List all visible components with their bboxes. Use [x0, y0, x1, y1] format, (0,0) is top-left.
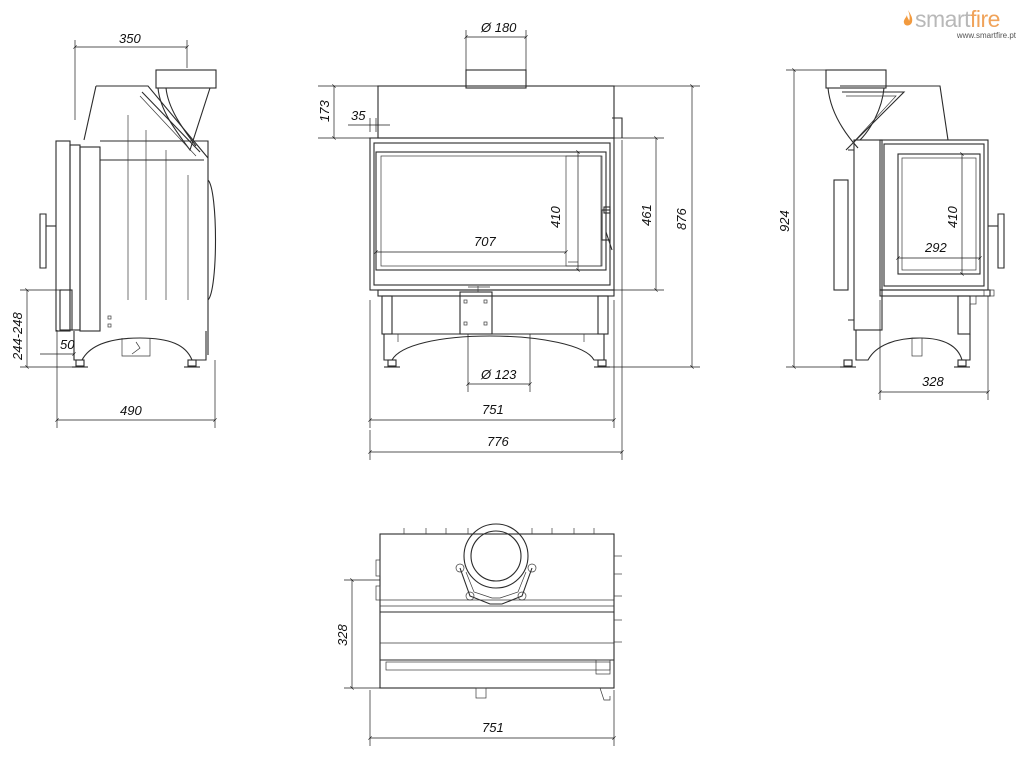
top-view: 328 751 — [335, 523, 622, 746]
dim-side-top-depth: 350 — [119, 31, 141, 46]
brand-name-fire: fire — [970, 6, 1000, 32]
dim-front-door-height: 461 — [639, 204, 654, 226]
dim-front-flue-diameter: Ø 180 — [480, 20, 517, 35]
dim-right-total-height: 924 — [777, 210, 792, 232]
dim-top-depth: 328 — [335, 624, 350, 646]
dim-front-glass-height: 410 — [548, 206, 563, 228]
dim-right-glass-height: 410 — [945, 206, 960, 228]
dim-front-body-width: 751 — [482, 402, 504, 417]
side-view-right: 924 410 292 328 — [777, 68, 1005, 400]
dim-right-glass-width: 292 — [924, 240, 947, 255]
brand-logo: smartfire www.smartfire.pt — [902, 6, 1020, 44]
dim-front-glass-width: 707 — [474, 234, 496, 249]
brand-url: www.smartfire.pt — [956, 31, 1016, 40]
dim-top-width: 751 — [482, 720, 504, 735]
dim-front-air-inlet-diameter: Ø 123 — [480, 367, 517, 382]
brand-name-smart: smart — [915, 6, 971, 32]
dim-front-total-height: 876 — [674, 208, 689, 230]
front-view: Ø 180 173 35 707 410 461 876 Ø 123 — [317, 20, 700, 460]
side-view-left: 350 490 244-248 50 — [10, 31, 217, 428]
flame-icon — [903, 10, 913, 26]
dim-front-frame-offset: 35 — [351, 108, 366, 123]
dim-front-top-height: 173 — [317, 100, 332, 122]
dim-front-overall-width: 776 — [487, 434, 509, 449]
dim-right-depth: 328 — [922, 374, 944, 389]
dim-side-bottom-depth: 490 — [120, 403, 142, 418]
dim-side-leg-height: 244-248 — [10, 312, 25, 361]
dim-side-leg-offset: 50 — [60, 337, 75, 352]
